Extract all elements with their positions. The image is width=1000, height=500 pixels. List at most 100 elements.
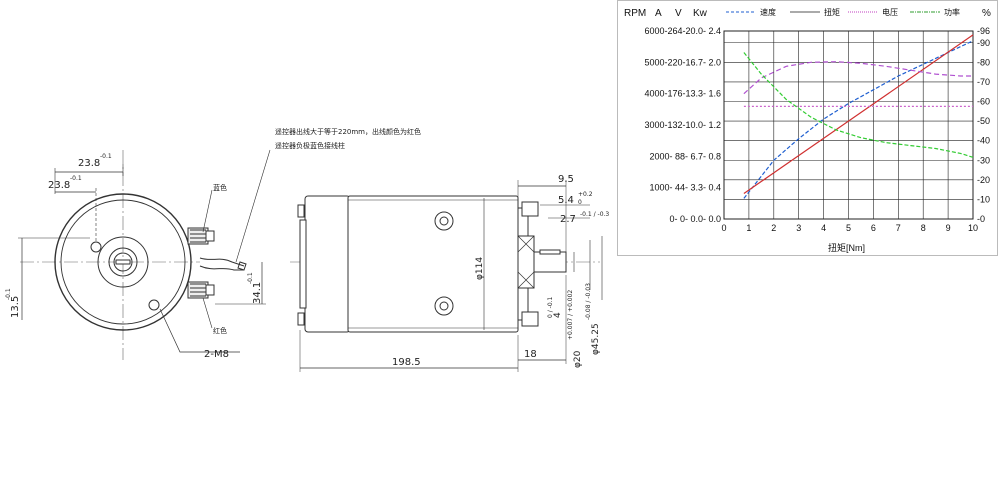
dim-vertical-left: 13.5 (10, 296, 21, 318)
chart-legend: 速度 扭矩 电压 功率 (726, 7, 960, 17)
dim-key-offset: 5.4 (558, 195, 574, 206)
chart-series (743, 34, 974, 199)
dim-top-right: 9.5 (558, 174, 574, 185)
dim-shaft-length: 18 (524, 349, 537, 360)
side-end-cap (304, 195, 351, 333)
x-tick-label: 6 (871, 223, 876, 233)
dim-vertical-left-tol: -0.1 (5, 288, 12, 300)
left-tick-label: 2000- 88- 6.7- 0.8 (649, 151, 721, 161)
dim-key-offset-tol-upper: +0.2 (578, 191, 593, 198)
terminal-blue (187, 227, 215, 245)
dim-outer-width: 23.8 (78, 158, 100, 169)
dim-shaft-diameter-tol: +0.007 / +0.002 (567, 290, 574, 340)
side-shaft (533, 251, 567, 273)
dim-vertical-right: 34.1 (252, 282, 263, 304)
front-hub-circle (108, 247, 138, 277)
right-tick-label: -90 (977, 38, 990, 48)
terminal-red (187, 281, 215, 299)
front-inner-circle (60, 199, 186, 325)
note-line-2: 遥控器负极蓝色接线柱 (275, 141, 345, 150)
legend-torque: 扭矩 (824, 7, 840, 17)
note-line-1: 遥控器出线大于等于220mm，出线颜色为红色 (275, 127, 421, 136)
right-tick-label: -10 (977, 194, 990, 204)
right-tick-label: -30 (977, 155, 990, 165)
dim-outer-width-tol: -0.1 (100, 153, 112, 160)
dim-key-width-tol: 0 / -0.1 (547, 296, 554, 318)
header-kw: Kw (693, 8, 708, 19)
chart-left-ticks: 0- 0- 0.0- 0.0 1000- 44- 3.3- 0.4 2000- 88… (644, 26, 721, 224)
chart-xlabel: 扭矩[Nm] (828, 242, 865, 253)
dim-key-offset-tol-lower: 0 (578, 199, 582, 206)
front-shaft-circle (113, 252, 133, 272)
series-line-1 (743, 34, 974, 194)
right-tick-label: -20 (977, 175, 990, 185)
left-tick-label: 3000-132-10.0- 1.2 (644, 120, 721, 130)
dim-key-width: 4 (553, 312, 563, 318)
wire-lead (199, 257, 245, 271)
front-outer-circle (54, 193, 192, 331)
series-line-2 (743, 61, 973, 95)
front-pilot-circle (97, 236, 149, 288)
right-tick-label: -80 (977, 57, 990, 67)
legend-speed: 速度 (760, 7, 776, 17)
right-tick-label: -60 (977, 97, 990, 107)
dim-vertical-right-tol: -0.1 (247, 272, 254, 284)
dim-key-depth-tol: -0.1 / -0.3 (580, 211, 609, 218)
front-shaft-key (115, 259, 131, 265)
front-mount-hole-bottom (148, 299, 160, 311)
right-tick-label: -40 (977, 136, 990, 146)
dim-body-diameter: φ114 (475, 257, 485, 280)
side-shaft-key (539, 249, 561, 255)
chart-header: RPM A V Kw % (624, 8, 991, 19)
right-tick-label: -70 (977, 77, 990, 87)
front-view (18, 149, 271, 360)
x-tick-label: 1 (746, 223, 751, 233)
header-a: A (655, 8, 662, 19)
right-tick-label: -0 (977, 214, 985, 224)
right-tick-label: -96 (977, 26, 990, 36)
side-bolt-bottom (434, 296, 454, 316)
dim-key-depth: 2.7 (560, 214, 576, 225)
right-tick-label: -50 (977, 116, 990, 126)
dim-inner-width: 23.8 (48, 180, 70, 191)
side-view-labels: 198.5 18 9.5 5.4 +0.2 0 2.7 -0.1 / -0.3 … (392, 174, 609, 368)
side-body (347, 195, 519, 333)
x-tick-label: 7 (896, 223, 901, 233)
header-rpm: RPM (624, 8, 646, 19)
x-tick-label: 8 (921, 223, 926, 233)
side-end-cap-lip (299, 219, 307, 309)
left-tick-label: 6000-264-20.0- 2.4 (644, 26, 721, 36)
wire-label-blue: 蓝色 (213, 183, 227, 192)
front-mount-hole-top (90, 241, 102, 253)
side-bolt-top (434, 211, 454, 231)
header-percent: % (982, 8, 991, 19)
x-tick-label: 5 (846, 223, 851, 233)
left-tick-label: 5000-220-16.7- 2.0 (644, 57, 721, 67)
left-tick-label: 0- 0- 0.0- 0.0 (669, 214, 721, 224)
performance-chart: RPM A V Kw % 速度 扭矩 电压 功率 0- 0- 0.0- 0.0 1… (624, 7, 991, 253)
x-tick-label: 3 (796, 223, 801, 233)
x-tick-label: 9 (946, 223, 951, 233)
dim-inner-width-tol: -0.1 (70, 175, 82, 182)
performance-chart-panel: RPM A V Kw % 速度 扭矩 电压 功率 0- 0- 0.0- 0.0 1… (617, 0, 998, 256)
left-tick-label: 4000-176-13.3- 1.6 (644, 89, 721, 99)
mount-thread-label: 2-M8 (204, 349, 229, 360)
series-line-0 (743, 40, 974, 199)
dim-flange-diameter-tol: -0.08 / -0.03 (585, 283, 592, 320)
wire-label-red: 红色 (213, 326, 227, 335)
x-tick-label: 10 (968, 223, 978, 233)
side-view (290, 180, 603, 372)
dim-flange-diameter: φ45.25 (591, 323, 601, 355)
wire-end (237, 261, 247, 271)
front-view-labels: 23.8 -0.1 23.8 -0.1 13.5 -0.1 34.1 -0.1 … (5, 127, 421, 360)
series-line-4 (743, 52, 974, 158)
dim-total-length: 198.5 (392, 357, 421, 368)
left-tick-label: 1000- 44- 3.3- 0.4 (649, 183, 721, 193)
header-v: V (675, 8, 682, 19)
x-tick-label: 4 (821, 223, 826, 233)
x-tick-label: 2 (771, 223, 776, 233)
legend-voltage: 电压 (882, 7, 898, 17)
dim-shaft-diameter: φ20 (573, 350, 583, 368)
